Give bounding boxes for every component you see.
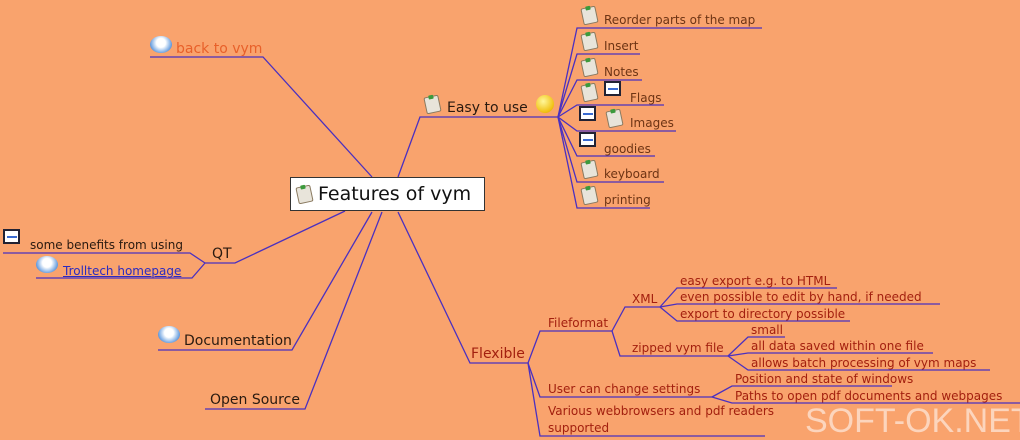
note-icon bbox=[295, 184, 314, 204]
url-icon bbox=[36, 256, 58, 273]
node-batch-processing[interactable]: allows batch processing of vym maps bbox=[751, 356, 977, 370]
node-qt[interactable]: QT bbox=[212, 246, 232, 262]
node-small[interactable]: small bbox=[751, 323, 783, 337]
node-flags[interactable]: Flags bbox=[630, 91, 662, 105]
note-icon bbox=[580, 82, 599, 103]
watermark: SOFT-OK.NET bbox=[805, 402, 1020, 440]
url-icon bbox=[158, 326, 180, 343]
node-documentation[interactable]: Documentation bbox=[184, 333, 292, 349]
node-printing[interactable]: printing bbox=[604, 193, 651, 207]
node-insert[interactable]: Insert bbox=[604, 39, 639, 53]
node-webbrowsers[interactable]: Various webbrowsers and pdf readers bbox=[548, 404, 775, 418]
node-back-to-vym[interactable]: back to vym bbox=[176, 41, 263, 57]
central-node[interactable]: Features of vym bbox=[290, 177, 485, 211]
smiley-icon bbox=[536, 95, 554, 113]
note-icon bbox=[580, 185, 599, 206]
node-fileformat[interactable]: Fileformat bbox=[548, 316, 609, 330]
node-xml[interactable]: XML bbox=[632, 292, 658, 306]
note-icon bbox=[580, 5, 599, 26]
node-reorder[interactable]: Reorder parts of the map bbox=[604, 13, 756, 27]
flag-icon bbox=[579, 106, 596, 121]
url-icon bbox=[150, 36, 172, 53]
node-edit-by-hand[interactable]: even possible to edit by hand, if needed bbox=[680, 290, 922, 304]
node-easy-export[interactable]: easy export e.g. to HTML bbox=[680, 274, 831, 288]
flag-icon bbox=[604, 81, 621, 96]
node-images[interactable]: Images bbox=[630, 116, 674, 130]
node-open-source[interactable]: Open Source bbox=[210, 392, 300, 408]
note-icon bbox=[580, 57, 599, 78]
note-icon bbox=[423, 94, 442, 115]
flag-icon bbox=[579, 132, 596, 147]
node-easy-to-use[interactable]: Easy to use bbox=[447, 100, 528, 116]
central-node-label: Features of vym bbox=[318, 183, 472, 205]
node-zipped-vym-file[interactable]: zipped vym file bbox=[632, 341, 724, 355]
note-icon bbox=[580, 159, 599, 180]
node-paths-pdf[interactable]: Paths to open pdf documents and webpages bbox=[735, 389, 1003, 403]
node-some-benefits[interactable]: some benefits from using bbox=[30, 238, 183, 252]
node-keyboard[interactable]: keyboard bbox=[604, 167, 660, 181]
node-position-windows[interactable]: Position and state of windows bbox=[735, 372, 914, 386]
node-all-data[interactable]: all data saved within one file bbox=[751, 339, 924, 353]
node-goodies[interactable]: goodies bbox=[604, 142, 651, 156]
node-notes[interactable]: Notes bbox=[604, 65, 639, 79]
note-icon bbox=[580, 31, 599, 52]
node-webbrowsers-line2[interactable]: supported bbox=[548, 421, 610, 435]
node-flexible[interactable]: Flexible bbox=[471, 346, 525, 362]
note-icon bbox=[605, 108, 624, 129]
node-user-settings[interactable]: User can change settings bbox=[548, 382, 701, 396]
node-trolltech-homepage[interactable]: Trolltech homepage bbox=[63, 264, 182, 278]
node-export-directory[interactable]: export to directory possible bbox=[680, 307, 846, 321]
flag-icon bbox=[3, 229, 20, 244]
